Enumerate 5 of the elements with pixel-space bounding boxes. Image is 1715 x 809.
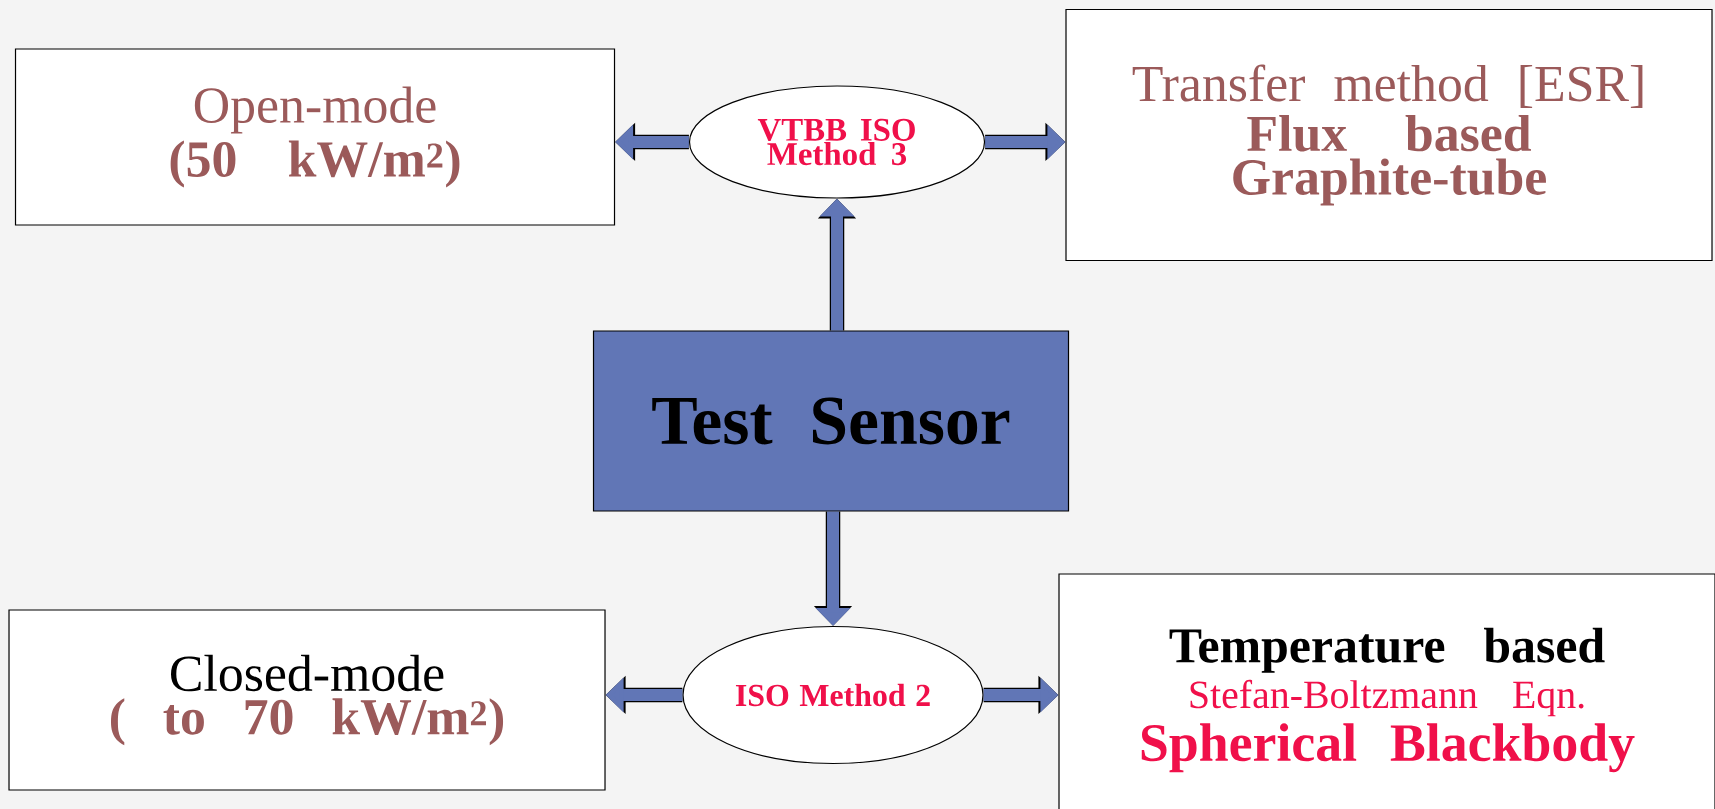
text-box: Open-mode (50 kW/m$^{2}$) <box>14 48 616 226</box>
text-box: Temperature based Stefan-Boltzmann Eqn. Spherical Blackbody <box>1058 573 1715 809</box>
text-box: Transfer method [ESR] Flux based Graphite-tube <box>1065 8 1713 262</box>
sensor-box: Test Sensor <box>592 330 1070 512</box>
text-box: Closed-mode ( to 70 kW/m$^{2}$) <box>8 609 606 791</box>
